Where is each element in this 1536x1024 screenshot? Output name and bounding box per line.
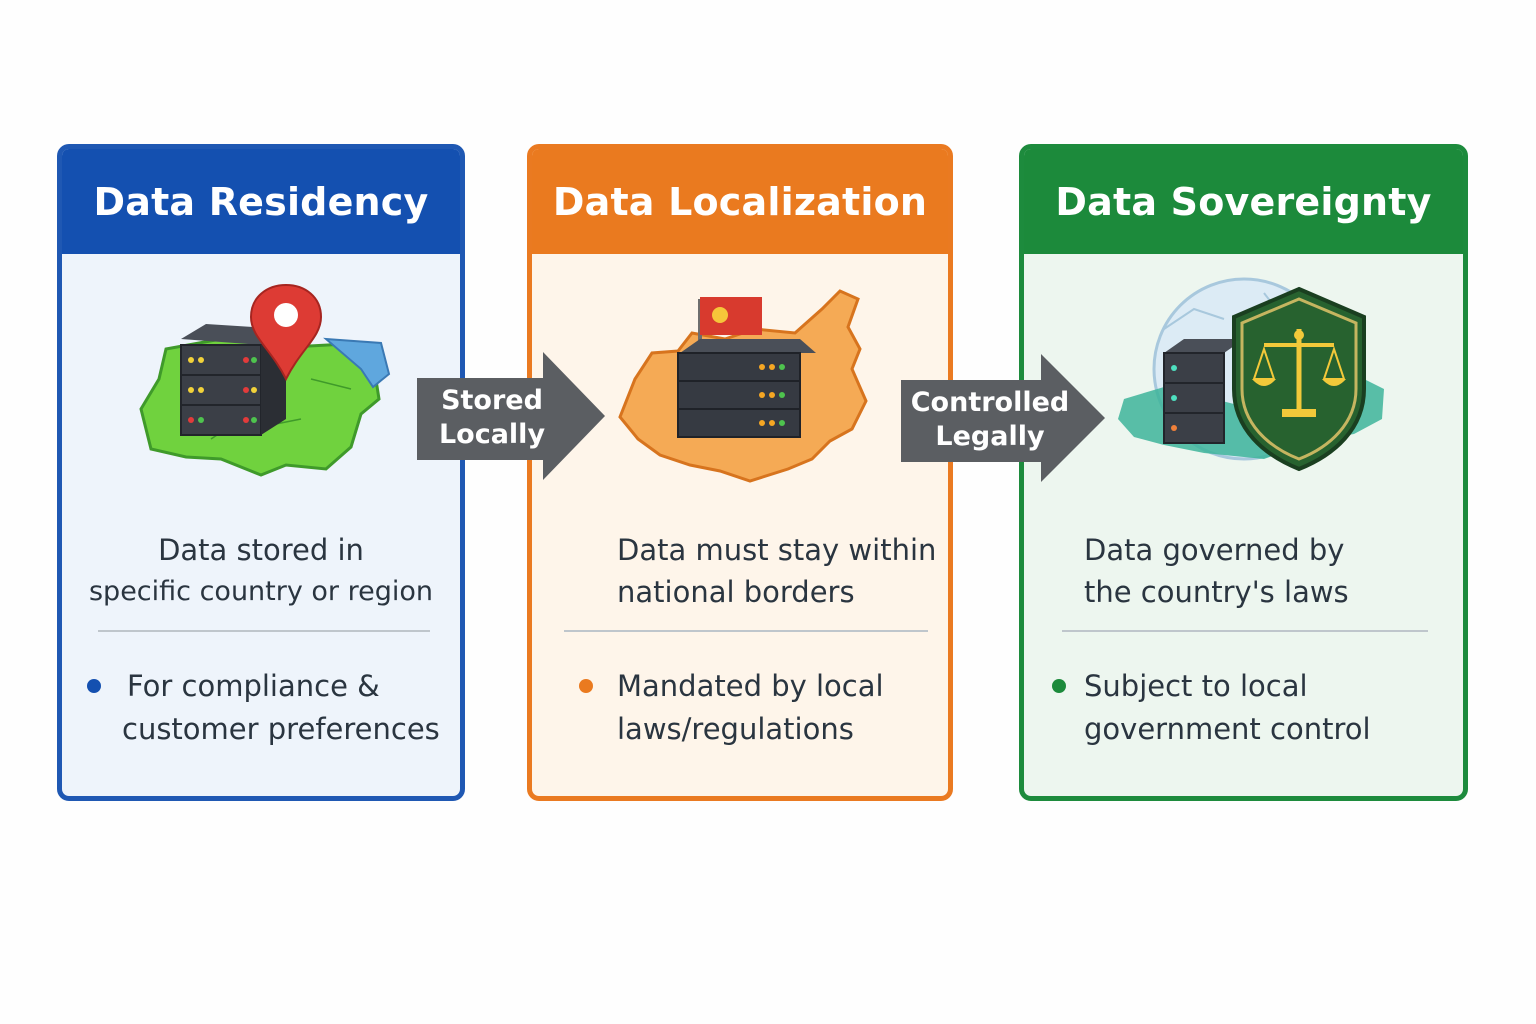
card-note: Subject to local government control — [1052, 665, 1453, 751]
card-title: Data Residency — [62, 149, 460, 254]
server-icon — [1162, 339, 1244, 444]
shield-scales-icon — [1231, 286, 1366, 472]
arrow-right-icon — [417, 352, 605, 480]
card-data-sovereignty: Data Sovereignty — [1019, 144, 1468, 801]
card-description: Data must stay within national borders — [617, 533, 937, 609]
server-icon — [677, 339, 816, 438]
card-divider — [564, 630, 928, 632]
location-pin-icon — [249, 283, 323, 382]
residency-illustration — [62, 269, 460, 509]
sovereignty-illustration — [1024, 269, 1463, 509]
card-divider — [1062, 630, 1428, 632]
bullet-icon — [87, 679, 101, 693]
bullet-icon — [1052, 679, 1066, 693]
connector-stored-locally: Stored Locally — [415, 352, 607, 480]
card-divider — [98, 630, 430, 632]
card-title: Data Sovereignty — [1024, 149, 1463, 254]
card-description: Data governed by the country's laws — [1084, 533, 1349, 609]
connector-controlled-legally: Controlled Legally — [899, 354, 1107, 482]
card-description: Data stored in specific country or regio… — [88, 533, 434, 607]
card-title: Data Localization — [532, 149, 948, 254]
card-note: For compliance & customer preferences — [87, 665, 452, 751]
arrow-right-icon — [901, 354, 1105, 482]
localization-illustration — [532, 269, 948, 509]
connector-label: Stored Locally — [438, 385, 546, 450]
connector-label: Controlled Legally — [910, 387, 1070, 452]
bullet-icon — [579, 679, 593, 693]
card-data-localization: Data Localization Data must stay wit — [527, 144, 953, 801]
card-note: Mandated by local laws/regulations — [579, 665, 940, 751]
card-data-residency: Data Residency — [57, 144, 465, 801]
